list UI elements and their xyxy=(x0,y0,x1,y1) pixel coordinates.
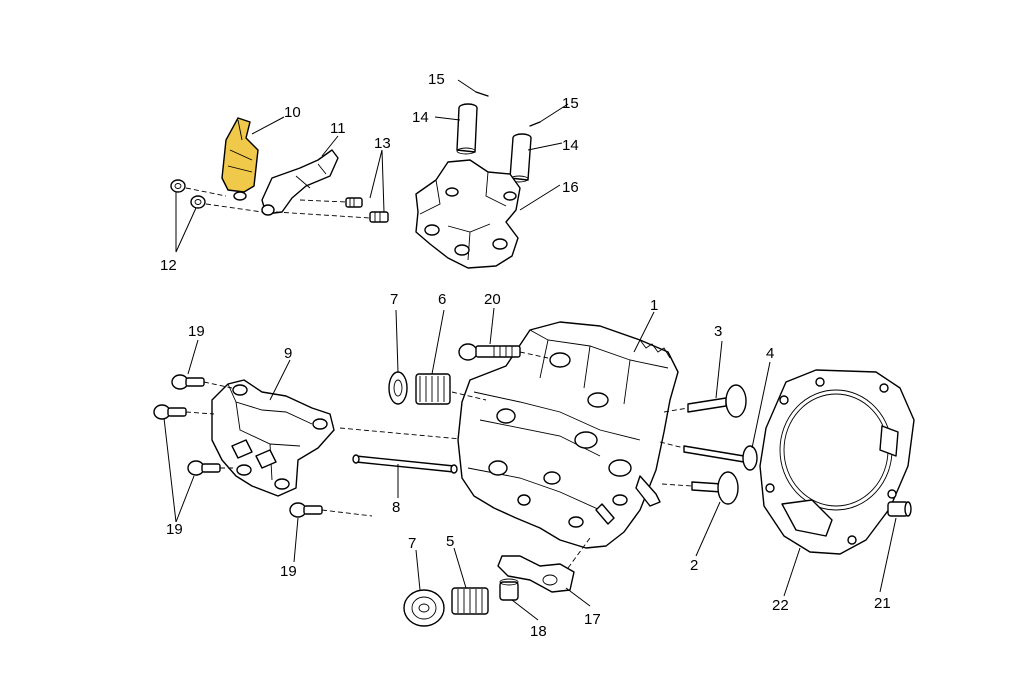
callout-9: 9 xyxy=(284,345,292,362)
callout-22: 22 xyxy=(772,597,789,614)
callout-15-right: 15 xyxy=(562,95,579,112)
part-21-dowel-pin xyxy=(887,501,912,517)
callout-19-left: 19 xyxy=(166,521,183,538)
part-11-rocker-arm xyxy=(261,149,339,216)
part-1-cylinder-head xyxy=(457,321,679,549)
callout-14-left: 14 xyxy=(412,109,429,126)
callout-3: 3 xyxy=(714,323,722,340)
callout-21: 21 xyxy=(874,595,891,612)
part-7-retainer-upper xyxy=(388,371,408,405)
part-valve-stem xyxy=(683,445,758,471)
part-20-bolt xyxy=(458,343,521,361)
callout-labels: 10 11 13 12 15 15 14 14 16 7 6 20 1 3 4 … xyxy=(160,71,891,640)
part-9-rocker-support xyxy=(211,379,335,497)
leader-lines xyxy=(163,79,897,621)
part-15-clip-left xyxy=(475,91,489,97)
callout-7-lower: 7 xyxy=(408,535,416,552)
part-14-valve-guide-right xyxy=(509,133,532,183)
part-6-valve-spring-upper xyxy=(415,373,451,405)
part-18-valve-stem-seal xyxy=(499,578,519,601)
callout-19-bottom: 19 xyxy=(280,563,297,580)
callout-20: 20 xyxy=(484,291,501,308)
callout-15-left: 15 xyxy=(428,71,445,88)
part-19-bolts xyxy=(153,374,323,518)
part-5-valve-spring-lower xyxy=(451,587,489,615)
part-14-valve-guide-left xyxy=(456,103,478,155)
part-13-screws xyxy=(345,197,389,223)
callout-18: 18 xyxy=(530,623,547,640)
callout-19-top: 19 xyxy=(188,323,205,340)
part-3-intake-valve xyxy=(687,384,747,418)
callout-17: 17 xyxy=(584,611,601,628)
callout-11: 11 xyxy=(330,120,346,137)
callout-6: 6 xyxy=(438,291,446,308)
part-16-rocker-holder xyxy=(415,159,521,269)
callout-7-upper: 7 xyxy=(390,291,398,308)
callout-5: 5 xyxy=(446,533,454,550)
part-7-retainer-lower xyxy=(403,589,445,627)
callout-8: 8 xyxy=(392,499,400,516)
callout-2: 2 xyxy=(690,557,698,574)
part-8-push-rod xyxy=(352,454,458,474)
part-12-nuts xyxy=(170,179,206,209)
callout-4: 4 xyxy=(766,345,774,362)
part-22-head-gasket xyxy=(759,369,915,555)
part-17-valve-rotator xyxy=(497,555,575,593)
callout-1: 1 xyxy=(650,297,658,314)
part-15-clip-right xyxy=(529,121,541,127)
part-2-exhaust-valve xyxy=(691,471,739,505)
callout-13: 13 xyxy=(374,135,391,152)
callout-16: 16 xyxy=(562,179,579,196)
callout-12: 12 xyxy=(160,257,177,274)
part-10-rocker-arm xyxy=(221,117,259,201)
callout-14-right: 14 xyxy=(562,137,579,154)
callout-10: 10 xyxy=(284,104,301,121)
